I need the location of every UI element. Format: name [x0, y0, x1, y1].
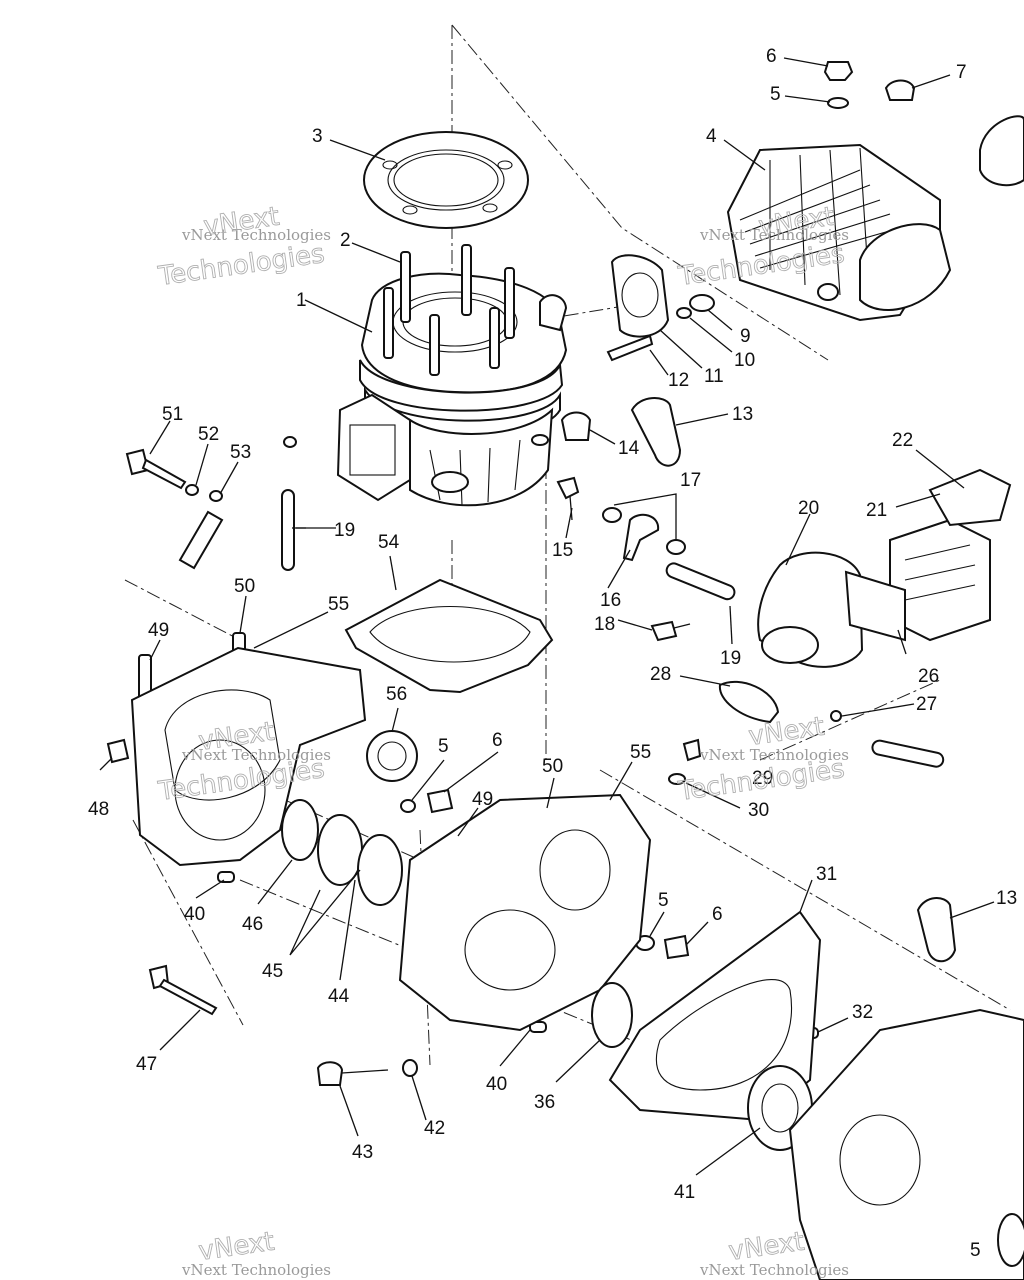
- callout: 40: [184, 904, 205, 925]
- watermark-text: vNext Technologies: [699, 1261, 849, 1279]
- callout: 55: [630, 742, 651, 763]
- watermark-text: Technologies: [156, 239, 327, 292]
- callout: 55: [328, 594, 349, 615]
- callout: 5: [438, 736, 449, 757]
- callout: 12: [668, 370, 689, 391]
- callout: 29: [752, 768, 773, 789]
- callout: 50: [542, 756, 563, 777]
- callout: 45: [262, 961, 283, 982]
- crankcase-right: [398, 793, 652, 1032]
- callout: 18: [594, 614, 615, 635]
- watermark-text: vNext Technologies: [181, 226, 331, 244]
- callout: 7: [956, 62, 967, 83]
- callout: 6: [712, 904, 723, 925]
- callout: 19: [720, 648, 741, 669]
- callout: 21: [866, 500, 887, 521]
- callout: 51: [162, 404, 183, 425]
- callout: 46: [242, 914, 263, 935]
- callout-labels: 1 2 3 4 5 6 7 9 10 11 12 13 14 15 16 17 …: [88, 46, 1017, 1261]
- head-gasket: [363, 131, 529, 229]
- callout: 44: [328, 986, 350, 1007]
- callout: 2: [340, 230, 351, 251]
- cylinder: [283, 244, 568, 507]
- callout: 5: [770, 84, 781, 105]
- callout: 9: [740, 326, 751, 347]
- watermark-text: vNext Technologies: [181, 746, 331, 764]
- callout: 28: [650, 664, 671, 685]
- callout: 17: [680, 470, 701, 491]
- leader-lines: [99, 57, 995, 1176]
- watermark-text: vNext Technologies: [699, 746, 849, 764]
- callout: 13: [996, 888, 1017, 909]
- callout: 43: [352, 1142, 373, 1163]
- callout: 26: [918, 666, 939, 687]
- callout: 30: [748, 800, 769, 821]
- callout: 54: [378, 532, 400, 553]
- callout: 15: [552, 540, 573, 561]
- cylinder-head: [726, 115, 1024, 322]
- callout: 3: [312, 126, 323, 147]
- callout: 13: [732, 404, 753, 425]
- callout: 22: [892, 430, 913, 451]
- callout: 5: [970, 1240, 981, 1261]
- callout: 6: [492, 730, 503, 751]
- callout: 16: [600, 590, 621, 611]
- callout: 47: [136, 1054, 157, 1075]
- callout: 31: [816, 864, 837, 885]
- callout: 49: [472, 789, 493, 810]
- crankcase-left: [130, 646, 367, 867]
- callout: 32: [852, 1002, 873, 1023]
- base-gasket: [344, 578, 554, 694]
- callout: 11: [704, 366, 724, 387]
- callout: 36: [534, 1092, 555, 1113]
- watermark-text: vNext Technologies: [181, 1261, 331, 1279]
- callout: 41: [674, 1182, 695, 1203]
- callout: 4: [706, 126, 717, 147]
- callout: 6: [766, 46, 777, 67]
- callout: 56: [386, 684, 407, 705]
- callout: 49: [148, 620, 169, 641]
- callout: 53: [230, 442, 251, 463]
- callout: 10: [734, 350, 755, 371]
- crankshaft-bearings: [281, 799, 633, 1048]
- callout: 50: [234, 576, 255, 597]
- callout: 27: [916, 694, 937, 715]
- callout: 1: [296, 290, 307, 311]
- callout: 20: [798, 498, 819, 519]
- callout: 48: [88, 799, 109, 820]
- callout: 42: [424, 1118, 445, 1139]
- callout: 40: [486, 1074, 507, 1095]
- watermark-text: vNext Technologies: [699, 226, 849, 244]
- callout: 5: [658, 890, 669, 911]
- outer-case: [747, 1008, 1024, 1280]
- callout: 14: [618, 438, 640, 459]
- callout: 19: [334, 520, 355, 541]
- callout: 52: [198, 424, 219, 445]
